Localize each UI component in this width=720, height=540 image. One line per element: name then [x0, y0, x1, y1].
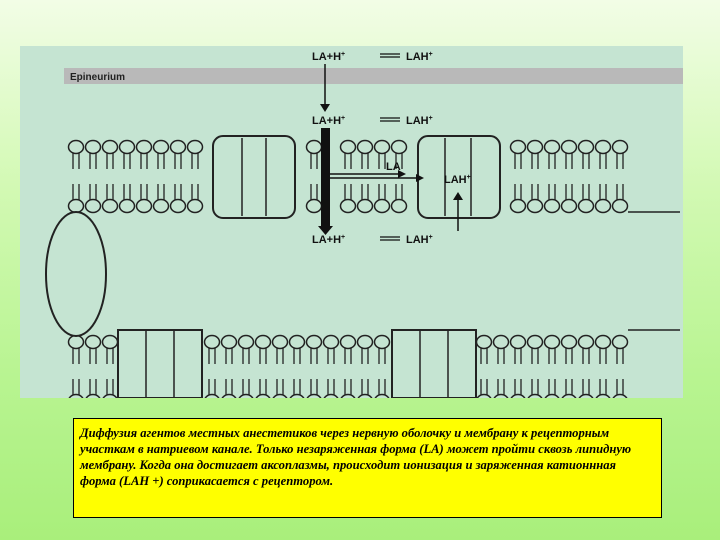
- svg-text:LA+H+: LA+H+: [312, 234, 345, 246]
- phospholipid: [152, 139, 170, 214]
- phospholipid: [611, 139, 629, 214]
- phospholipid: [475, 334, 493, 398]
- epineurium-label: Epineurium: [70, 72, 125, 83]
- phospholipid: [288, 334, 306, 398]
- channel-label-neutral: LA: [386, 161, 401, 173]
- phospholipid: [373, 139, 391, 214]
- phospholipid: [237, 334, 255, 398]
- sodium-channel-lower-left: [117, 329, 203, 398]
- caption-box: Диффузия агентов местных анестетиков чер…: [73, 418, 662, 518]
- membrane-crossing-bar: [318, 128, 333, 235]
- phospholipid: [339, 334, 357, 398]
- axon-ellipse: [45, 211, 107, 337]
- phospholipid: [543, 334, 561, 398]
- phospholipid: [339, 139, 357, 214]
- phospholipid: [271, 334, 289, 398]
- channel-label-charged: LAH+: [444, 174, 471, 186]
- phospholipid: [577, 334, 595, 398]
- phospholipid: [101, 334, 119, 398]
- phospholipid: [356, 139, 374, 214]
- phospholipid: [101, 139, 119, 214]
- lateral-arrow-to-channel: [330, 170, 424, 182]
- phospholipid: [543, 139, 561, 214]
- phospholipid: [203, 334, 221, 398]
- phospholipid: [254, 334, 272, 398]
- equation-outside: LA+H+ LAH+: [312, 51, 433, 63]
- svg-text:LA+H+: LA+H+: [312, 115, 345, 127]
- phospholipid: [305, 139, 323, 214]
- phospholipid: [526, 139, 544, 214]
- phospholipid: [67, 334, 85, 398]
- svg-text:LAH+: LAH+: [406, 234, 433, 246]
- phospholipid: [560, 334, 578, 398]
- phospholipid: [67, 139, 85, 214]
- phospholipid: [135, 139, 153, 214]
- phospholipid: [611, 334, 629, 398]
- phospholipid: [492, 334, 510, 398]
- phospholipid: [594, 334, 612, 398]
- diffusion-arrow: [320, 64, 330, 112]
- svg-text:LAH+: LAH+: [406, 115, 433, 127]
- sodium-channel-lower-right: [391, 329, 477, 398]
- svg-text:LAH+: LAH+: [406, 51, 433, 63]
- phospholipid: [84, 139, 102, 214]
- phospholipid: [322, 334, 340, 398]
- epineurium-band: [64, 68, 683, 84]
- phospholipid: [509, 334, 527, 398]
- equation-membrane: LA+H+ LAH+: [312, 115, 433, 127]
- phospholipid: [373, 334, 391, 398]
- phospholipid: [220, 334, 238, 398]
- phospholipid: [390, 139, 408, 214]
- phospholipid: [526, 334, 544, 398]
- phospholipid: [305, 334, 323, 398]
- phospholipid: [594, 139, 612, 214]
- lipid-bilayer-lower: [67, 334, 629, 398]
- receptor-arrow: [453, 192, 463, 231]
- sodium-channel-right: [417, 135, 501, 219]
- phospholipid: [356, 334, 374, 398]
- phospholipid: [509, 139, 527, 214]
- phospholipid: [577, 139, 595, 214]
- membrane-diagram: Epineurium LA+H+ LAH+ LA+H+ LAH+: [20, 46, 683, 398]
- svg-text:LA+H+: LA+H+: [312, 51, 345, 63]
- lipid-bilayer-upper: [67, 139, 629, 214]
- phospholipid: [186, 139, 204, 214]
- caption-text: Диффузия агентов местных анестетиков чер…: [80, 426, 632, 488]
- sodium-channel-left: [212, 135, 296, 219]
- phospholipid: [169, 139, 187, 214]
- phospholipid: [118, 139, 136, 214]
- equation-axoplasm: LA+H+ LAH+: [312, 234, 433, 246]
- phospholipid: [84, 334, 102, 398]
- phospholipid: [560, 139, 578, 214]
